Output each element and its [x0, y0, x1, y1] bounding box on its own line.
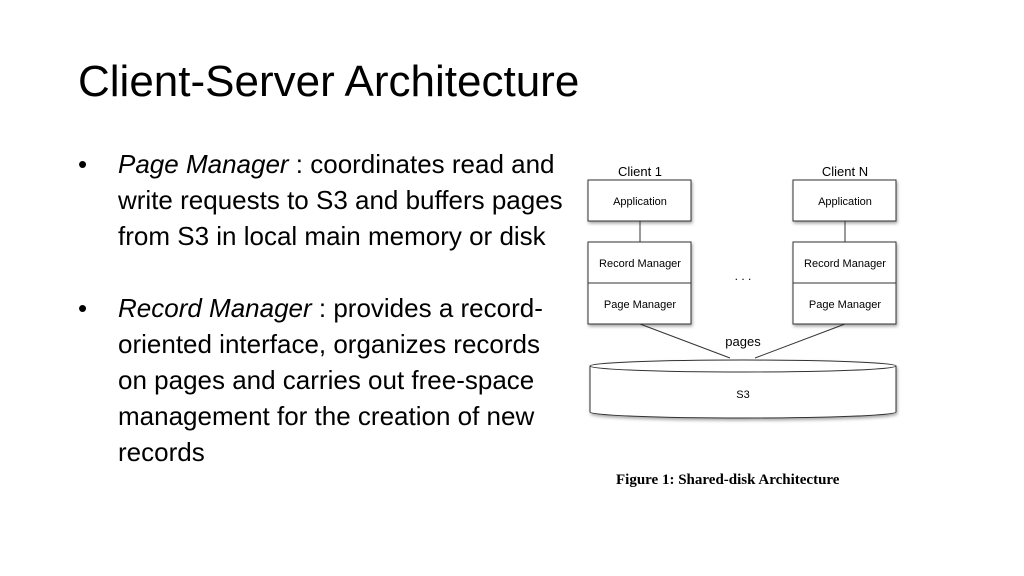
- bullet-text: : coordinates read and write requests to…: [118, 149, 563, 251]
- bullet-page-manager: • Page Manager : coordinates read and wr…: [78, 146, 568, 254]
- diagram-svg: Client 1 Client N Application Record Man…: [587, 164, 897, 419]
- s3-label: S3: [736, 389, 749, 401]
- clientN-page-manager-text: Page Manager: [809, 299, 881, 311]
- pages-label: pages: [725, 334, 761, 349]
- pages-line-right: [754, 323, 846, 359]
- clientN-record-manager-text: Record Manager: [804, 258, 886, 270]
- s3-storage: [589, 359, 897, 419]
- clientN-label: Client N: [822, 164, 868, 179]
- client1-record-manager-text: Record Manager: [599, 258, 681, 270]
- clientN-application-text: Application: [818, 196, 872, 208]
- pages-line-left: [639, 323, 731, 359]
- slide-title: Client-Server Architecture: [78, 57, 580, 106]
- client1-application-text: Application: [613, 196, 667, 208]
- clients-ellipsis: . . .: [735, 269, 752, 283]
- architecture-diagram: Client 1 Client N Application Record Man…: [580, 150, 910, 500]
- bullet-list: • Page Manager : coordinates read and wr…: [78, 146, 568, 506]
- bullet-text: : provides a record-oriented interface, …: [118, 293, 543, 467]
- client1-application-box: [587, 179, 692, 222]
- bullet-symbol: •: [78, 149, 88, 179]
- bullet-symbol: •: [78, 293, 88, 323]
- bullet-record-manager: • Record Manager : provides a record-ori…: [78, 290, 568, 470]
- figure-caption: Figure 1: Shared-disk Architecture: [616, 472, 840, 488]
- bullet-term: Record Manager: [118, 293, 312, 323]
- bullet-term: Page Manager: [118, 149, 289, 179]
- client1-page-manager-text: Page Manager: [604, 299, 676, 311]
- client1-label: Client 1: [618, 164, 662, 179]
